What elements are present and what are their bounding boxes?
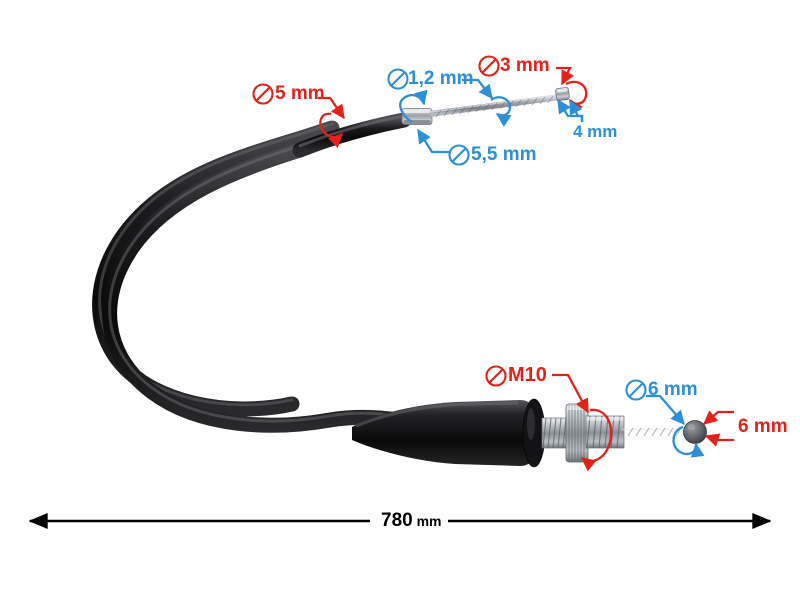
callout-upper-nipple-length — [557, 98, 584, 122]
label-inner-wire-diameter: 1,2 mm — [408, 68, 474, 89]
label-lower-nipple-diameter: 6 mm — [648, 379, 698, 400]
callout-adjuster-thread — [552, 373, 613, 472]
cable-coil-front — [102, 142, 460, 440]
label-upper-nipple-diameter: 3 mm — [500, 55, 550, 76]
label-outer-sheath-diameter: 5 mm — [275, 83, 325, 104]
overall-dimension-value: 780 — [381, 510, 413, 531]
label-adjuster-thread: M10 — [508, 364, 547, 386]
diameter-symbol-m10 — [485, 365, 507, 387]
callout-outer-sheath-diameter — [318, 96, 345, 148]
diameter-symbol-3mm — [478, 55, 500, 77]
callout-lower-nipple-diameter — [646, 394, 705, 458]
callout-inner-wire-diameter — [462, 78, 512, 127]
callout-ferrule-diameter — [399, 89, 450, 154]
diameter-symbol-5mm — [252, 83, 274, 105]
cable-upper-run — [292, 112, 412, 158]
label-lower-nipple-length: 6 mm — [738, 416, 788, 437]
diameter-symbol-5-5mm — [448, 144, 470, 166]
overall-dimension-label: 780 mm — [381, 510, 442, 532]
callout-lower-nipple-length — [702, 410, 734, 447]
diameter-symbol-6mm — [625, 379, 647, 401]
inner-wire-upper — [429, 94, 561, 118]
label-upper-nipple-length: 4 mm — [573, 122, 618, 141]
diameter-symbol-1-2mm — [387, 68, 409, 90]
adjuster-thread-nose — [585, 415, 625, 449]
cable-coil-rear — [92, 120, 340, 417]
overall-dimension-unit: mm — [412, 513, 442, 529]
rubber-boot — [352, 398, 546, 468]
label-ferrule-diameter: 5,5 mm — [471, 144, 537, 165]
lower-ball-nipple — [683, 420, 707, 444]
